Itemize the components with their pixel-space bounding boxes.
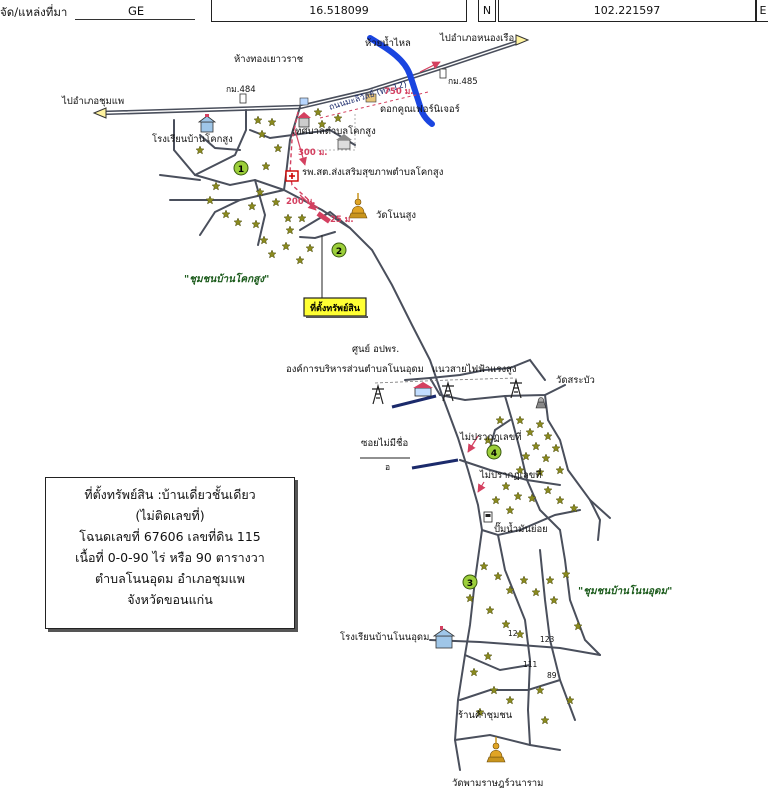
shop-icon — [299, 97, 309, 106]
wat-sa-bua-icon — [535, 397, 547, 409]
label-community-non-udom: "ชุมชนบ้านโนนอุดม" — [578, 584, 672, 597]
label-no-house-no-2: ไม่ปรากฏเลขที่ — [479, 468, 541, 481]
source-underline — [75, 19, 195, 20]
east-label: E — [756, 0, 768, 22]
km485-post-icon — [439, 68, 447, 79]
label-house-89: 89 — [547, 671, 557, 680]
label-house-111: 111 — [523, 660, 538, 669]
school-icon — [197, 114, 217, 133]
label-huai-nam-lai: ห้วยน้ำไหล — [365, 36, 411, 49]
label-school-non-udom: โรงเรียนบ้านโนนอุดม — [340, 631, 429, 643]
label-power-line: แนวสายไฟฟ้าแรงสูง — [432, 363, 517, 375]
label-chum-phon-shop: ร้านค้าชุมชน — [458, 710, 513, 721]
label-dist-25: 25 ม. — [330, 215, 354, 225]
label-furniture: ดอกคูณเฟอร์นิเจอร์ — [380, 103, 460, 115]
sao-office-icon — [413, 382, 433, 397]
label-soi-no-name: ซอยไม่มีชื่อ — [361, 436, 408, 449]
furniture-icon — [365, 93, 377, 103]
school-non-udom-icon — [432, 626, 456, 649]
label-sao-office: องค์การบริหารส่วนตำบลโนนอุดม — [286, 363, 424, 375]
property-label: ที่ตั้งทรัพย์สิน — [310, 301, 361, 314]
label-wat-sa-bua: วัดสระบัว — [556, 375, 595, 386]
label-no-house-no: ไม่ปรากฏเลขที่ — [459, 430, 521, 443]
arrow-west-icon — [92, 107, 107, 119]
label-to-chum-phae: ไปอำเภอชุมแพ — [61, 95, 124, 107]
label-km484: กม.484 — [226, 85, 256, 95]
label-dist-200: 200 ม. — [286, 197, 316, 207]
label-gold-shop: ห้างทองเยาวราช — [234, 54, 304, 65]
north-label: N — [478, 0, 496, 22]
route-to-property — [289, 61, 486, 493]
hospital-icon — [285, 170, 299, 182]
label-house-12: 12 — [508, 629, 518, 638]
marker-4: 4 — [486, 444, 502, 460]
property-marker — [316, 211, 331, 224]
label-center-opor: ศูนย์ อปพร. — [352, 343, 399, 355]
info-line-6: จังหวัดขอนแก่น — [127, 592, 213, 607]
river-huai-nam-lai — [367, 35, 435, 127]
latitude-field: 16.518099 — [211, 0, 467, 22]
label-to-nong-ruea: ไปอำเภอหนองเรือ — [439, 32, 514, 44]
label-hospital: รพ.สต.ส่งเสริมสุขภาพตำบลโคกสูง — [302, 166, 443, 178]
km484-post-icon — [239, 93, 247, 104]
info-line-4: เนื้อที่ 0-0-90 ไร่ หรือ 90 ตารางวา — [75, 550, 265, 565]
info-line-5: ตำบลโนนอุดม อำเภอชุมแพ — [95, 571, 245, 586]
label-school-khok-sung: โรงเรียนบ้านโคกสูง — [152, 133, 233, 145]
label-community-khok-sung: "ชุมชนบ้านโคกสูง" — [184, 272, 269, 285]
label-gas-station: ปั๊มน้ำมันย่อย — [494, 521, 548, 535]
highway-12 — [97, 39, 521, 116]
svg-text:4: 4 — [491, 449, 497, 459]
navy-street-1 — [391, 394, 437, 409]
marker-3: 3 — [462, 574, 478, 590]
label-km485: กม.485 — [448, 77, 478, 87]
marker-1: 1 — [233, 160, 249, 176]
road-network-non-udom — [404, 358, 611, 771]
arrow-east-icon — [515, 34, 530, 46]
label-wat-non-sung: วัดโนนสูง — [376, 209, 416, 221]
marker-2: 2 — [331, 242, 347, 258]
label-d-mark: อ — [385, 463, 390, 473]
info-line-2: (ไม่ติดเลขที่) — [135, 508, 205, 523]
longitude-field: 102.221597 — [498, 0, 756, 22]
coordinate-header: จัด/แหล่งที่มา GE 16.518099 N 102.221597… — [0, 0, 768, 24]
source-label: จัด/แหล่งที่มา — [0, 5, 68, 19]
svg-text:3: 3 — [467, 579, 473, 589]
gas-station-icon — [483, 511, 493, 523]
label-dist-750: 750 ม. — [384, 87, 414, 97]
info-line-3: โฉนดเลขที่ 67606 เลขที่ดิน 115 — [79, 529, 261, 544]
label-house-123: 123 — [540, 635, 555, 644]
svg-text:1: 1 — [238, 165, 244, 175]
label-dist-300: 300 ม. — [298, 148, 328, 158]
info-line-1: ที่ตั้งทรัพย์สิน :บ้านเดี่ยวชั้นเดียว — [84, 487, 256, 502]
source-value: GE — [128, 4, 145, 18]
navy-street-2 — [411, 458, 459, 470]
property-info-box: ที่ตั้งทรัพย์สิน :บ้านเดี่ยวชั้นเดียว (ไ… — [45, 477, 295, 629]
label-municipality: เทศบาลตำบลโคกสูง — [292, 125, 376, 137]
temple-bottom-icon — [486, 736, 506, 763]
power-line — [371, 377, 523, 405]
municipality-icon — [297, 112, 352, 150]
label-wat-bottom: วัดพามราษฎร์วนาราม — [452, 777, 543, 789]
svg-text:2: 2 — [336, 247, 342, 257]
